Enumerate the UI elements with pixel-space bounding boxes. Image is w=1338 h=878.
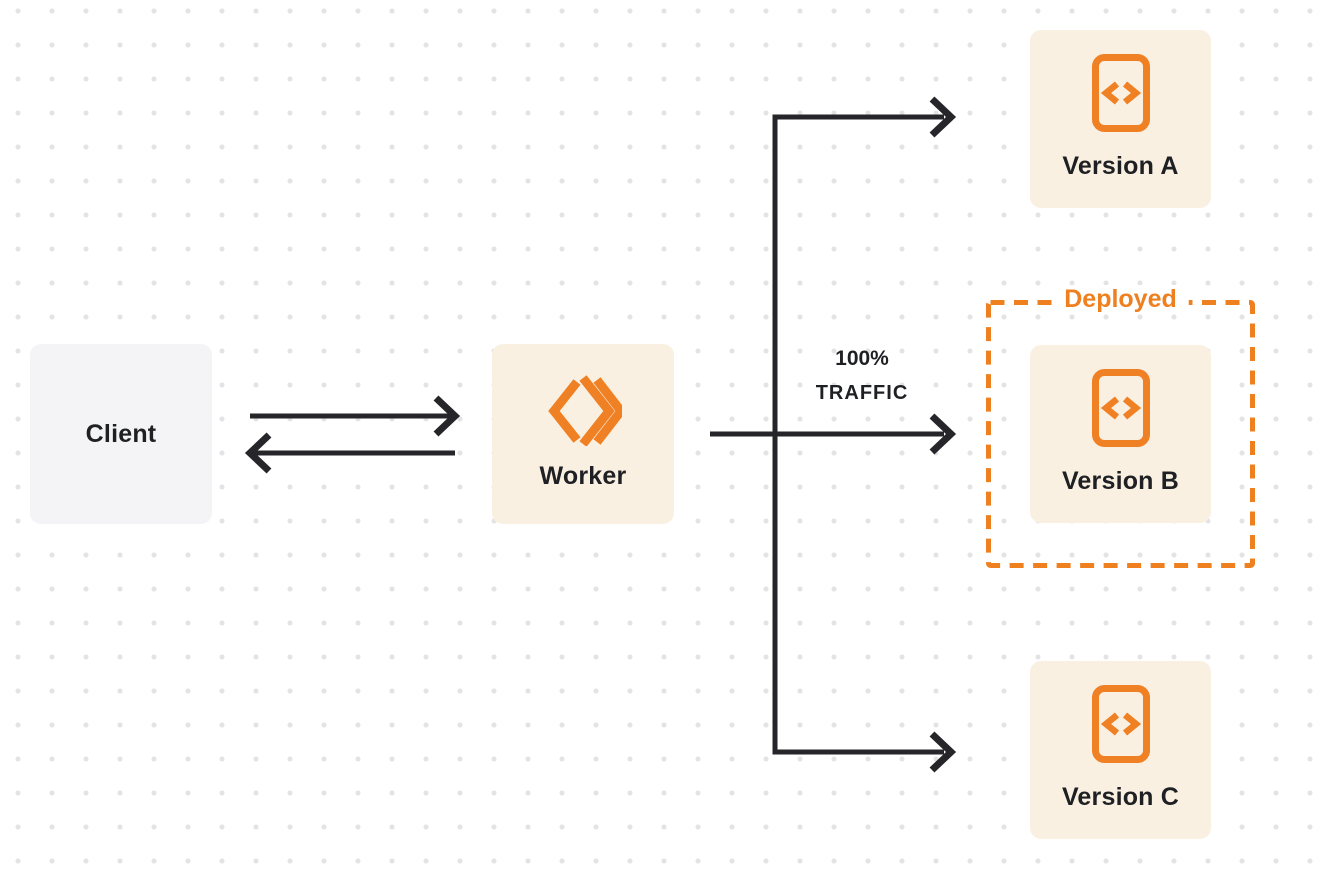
version-a-arrowhead bbox=[929, 96, 957, 138]
traffic-split-connector bbox=[772, 114, 944, 755]
worker-to-client-arrowhead bbox=[244, 432, 272, 474]
deployed-boundary: Deployed bbox=[986, 285, 1255, 568]
worker-node: Worker bbox=[492, 344, 674, 524]
version-b-node: Version B bbox=[1030, 345, 1211, 523]
client-to-worker-arrowhead bbox=[433, 395, 461, 437]
client-label: Client bbox=[85, 419, 157, 448]
version-a-label: Version A bbox=[1062, 152, 1179, 180]
version-b-arrowhead bbox=[929, 413, 957, 455]
code-file-icon bbox=[1091, 369, 1150, 447]
traffic-percent: 100% bbox=[835, 347, 889, 370]
code-file-icon bbox=[1091, 54, 1150, 132]
deployed-label: Deployed bbox=[1052, 285, 1189, 314]
traffic-word: TRAFFIC bbox=[815, 382, 909, 404]
code-file-icon bbox=[1091, 685, 1150, 763]
version-c-label: Version C bbox=[1061, 783, 1180, 811]
worker-label: Worker bbox=[539, 462, 627, 490]
version-c-arrowhead bbox=[929, 731, 957, 773]
version-b-label: Version B bbox=[1061, 467, 1180, 495]
client-node: Client bbox=[30, 344, 212, 524]
traffic-label: 100% TRAFFIC bbox=[778, 348, 946, 403]
version-a-node: Version A bbox=[1030, 30, 1211, 208]
version-c-node: Version C bbox=[1030, 661, 1211, 839]
workers-logo-icon bbox=[548, 375, 622, 446]
